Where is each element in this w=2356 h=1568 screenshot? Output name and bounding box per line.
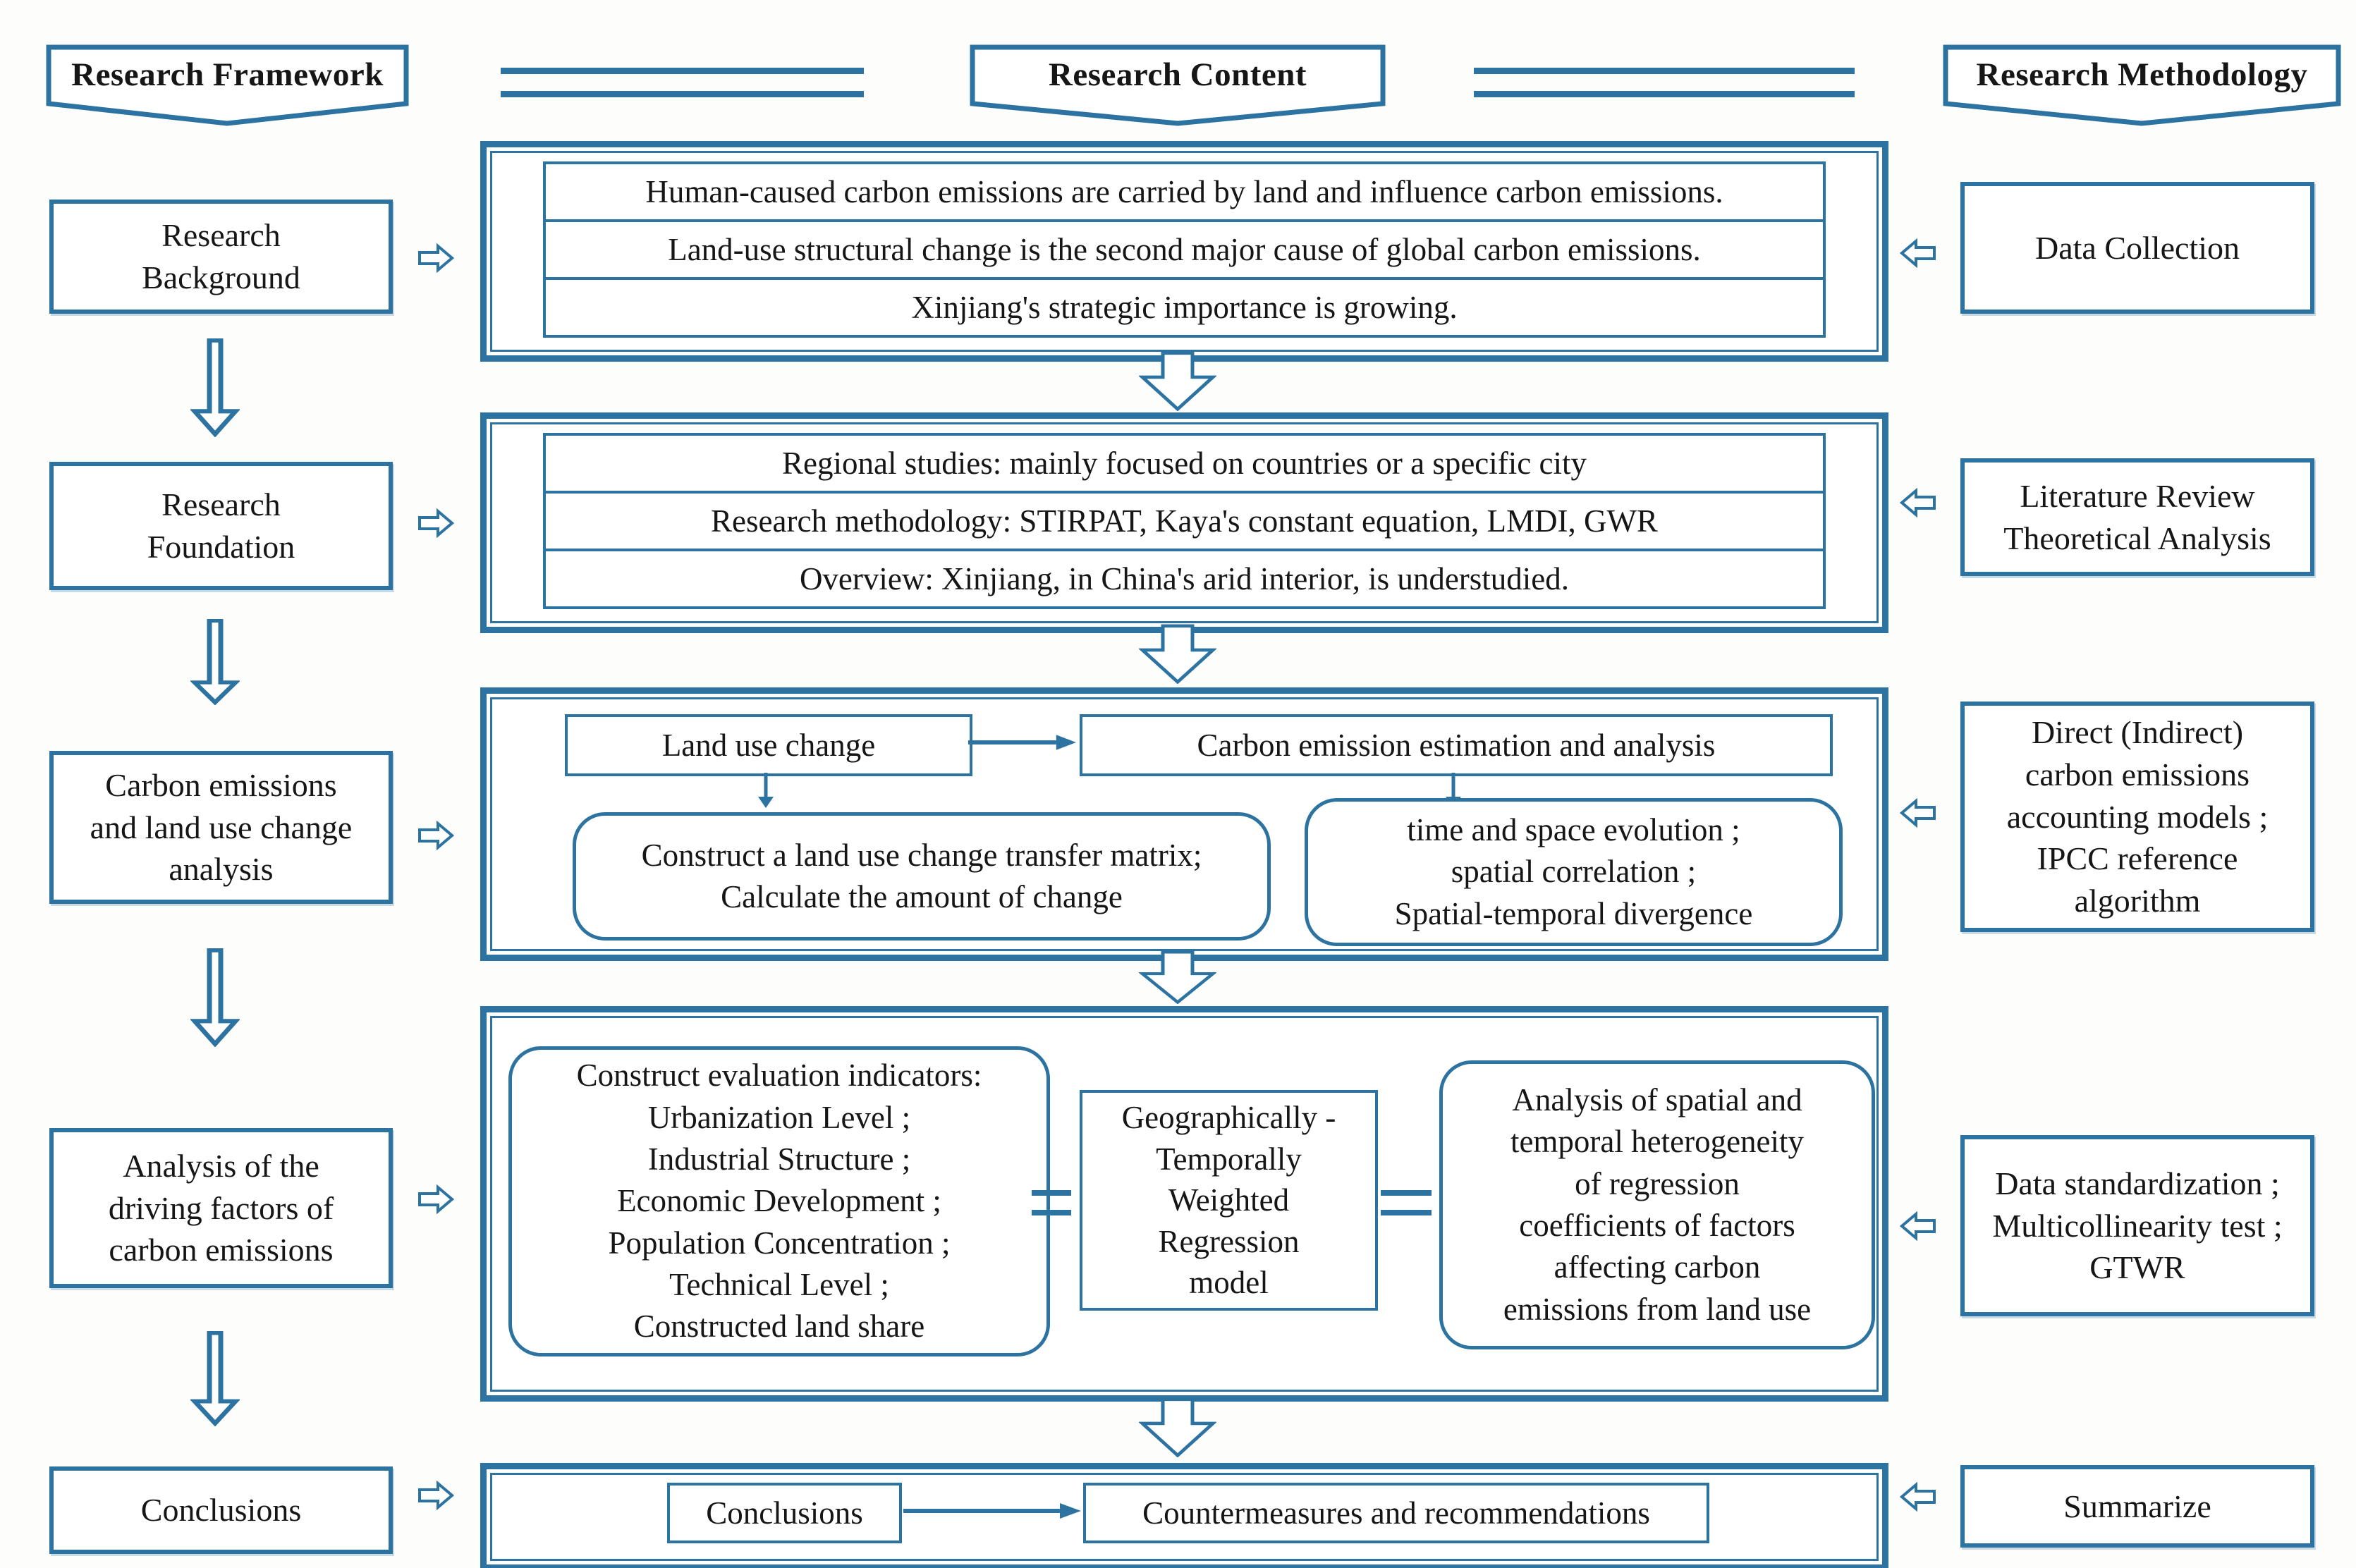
down-arrow-icon bbox=[1137, 1397, 1218, 1461]
step-box-research-background: Research Background bbox=[49, 200, 393, 314]
right-arrow-icon bbox=[417, 508, 455, 541]
flow-arrow-right-icon bbox=[968, 732, 1078, 757]
banner-pentagon-icon bbox=[970, 44, 1386, 126]
method-box-gtwr: Data standardization ; Multicollinearity… bbox=[1960, 1135, 2314, 1316]
flow-arrow-down-icon bbox=[757, 773, 775, 813]
left-arrow-icon bbox=[1899, 1481, 1936, 1515]
down-arrow-icon bbox=[189, 1330, 241, 1430]
carbon-estimation-box: Carbon emission estimation and analysis bbox=[1080, 714, 1833, 776]
content-section-conclusions: Conclusions Countermeasures and recommen… bbox=[480, 1463, 1888, 1568]
content-section-driving-factors: Construct evaluation indicators: Urbaniz… bbox=[480, 1006, 1888, 1402]
banner-pentagon-icon bbox=[46, 44, 409, 126]
transfer-matrix-box: Construct a land use change transfer mat… bbox=[573, 812, 1271, 941]
banner-research-framework: Research Framework bbox=[46, 44, 409, 126]
content-item: Land-use structural change is the second… bbox=[543, 219, 1826, 280]
banner-pentagon-icon bbox=[1943, 44, 2341, 126]
step-box-research-foundation: Research Foundation bbox=[49, 462, 393, 590]
heterogeneity-analysis-box: Analysis of spatial and temporal heterog… bbox=[1439, 1060, 1875, 1349]
land-use-change-box: Land use change bbox=[565, 714, 972, 776]
flow-arrow-right-icon bbox=[903, 1500, 1083, 1525]
down-arrow-icon bbox=[189, 618, 241, 709]
right-arrow-icon bbox=[417, 243, 455, 276]
right-arrow-icon bbox=[417, 1184, 455, 1218]
left-arrow-icon bbox=[1899, 797, 1936, 831]
step-box-driving-factors: Analysis of the driving factors of carbo… bbox=[49, 1128, 393, 1288]
right-arrow-icon bbox=[417, 1480, 455, 1514]
banner-title: Research Content bbox=[1048, 56, 1307, 93]
step-box-carbon-land-analysis: Carbon emissions and land use change ana… bbox=[49, 751, 393, 904]
evaluation-indicators-box: Construct evaluation indicators: Urbaniz… bbox=[508, 1046, 1050, 1356]
banner-title: Research Framework bbox=[71, 56, 384, 93]
content-section-background: Human-caused carbon emissions are carrie… bbox=[480, 141, 1888, 362]
content-item: Xinjiang's strategic importance is growi… bbox=[543, 277, 1826, 338]
down-arrow-icon bbox=[1137, 950, 1218, 1007]
header-connector-line bbox=[501, 68, 864, 97]
down-arrow-icon bbox=[189, 948, 241, 1051]
spatial-temporal-box: time and space evolution ; spatial corre… bbox=[1305, 798, 1843, 946]
foundation-items: Regional studies: mainly focused on coun… bbox=[543, 433, 1826, 609]
content-item: Human-caused carbon emissions are carrie… bbox=[543, 161, 1826, 222]
content-item: Overview: Xinjiang, in China's arid inte… bbox=[543, 549, 1826, 609]
content-section-analysis: Land use change Carbon emission estimati… bbox=[480, 687, 1888, 961]
equals-connector bbox=[1381, 1190, 1432, 1215]
banner-research-methodology: Research Methodology bbox=[1943, 44, 2341, 126]
method-box-summarize: Summarize bbox=[1960, 1465, 2314, 1548]
method-box-literature-review: Literature Review Theoretical Analysis bbox=[1960, 458, 2314, 576]
gtwr-model-box: Geographically - Temporally Weighted Reg… bbox=[1080, 1090, 1378, 1311]
left-arrow-icon bbox=[1899, 487, 1936, 521]
left-arrow-icon bbox=[1899, 238, 1936, 271]
step-box-conclusions: Conclusions bbox=[49, 1466, 393, 1554]
content-section-foundation: Regional studies: mainly focused on coun… bbox=[480, 412, 1888, 633]
conclusions-box: Conclusions bbox=[667, 1483, 902, 1543]
background-items: Human-caused carbon emissions are carrie… bbox=[543, 161, 1826, 338]
method-box-accounting-models: Direct (Indirect) carbon emissions accou… bbox=[1960, 702, 2314, 932]
left-arrow-icon bbox=[1899, 1211, 1936, 1244]
countermeasures-box: Countermeasures and recommendations bbox=[1083, 1483, 1709, 1543]
down-arrow-icon bbox=[1137, 351, 1218, 415]
banner-research-content: Research Content bbox=[970, 44, 1386, 126]
down-arrow-icon bbox=[189, 338, 241, 441]
method-box-data-collection: Data Collection bbox=[1960, 182, 2314, 314]
content-item: Regional studies: mainly focused on coun… bbox=[543, 433, 1826, 494]
header-connector-line bbox=[1474, 68, 1855, 97]
content-item: Research methodology: STIRPAT, Kaya's co… bbox=[543, 491, 1826, 551]
right-arrow-icon bbox=[417, 820, 455, 854]
down-arrow-icon bbox=[1137, 624, 1218, 687]
equals-connector bbox=[1032, 1190, 1071, 1215]
banner-title: Research Methodology bbox=[1976, 56, 2308, 93]
